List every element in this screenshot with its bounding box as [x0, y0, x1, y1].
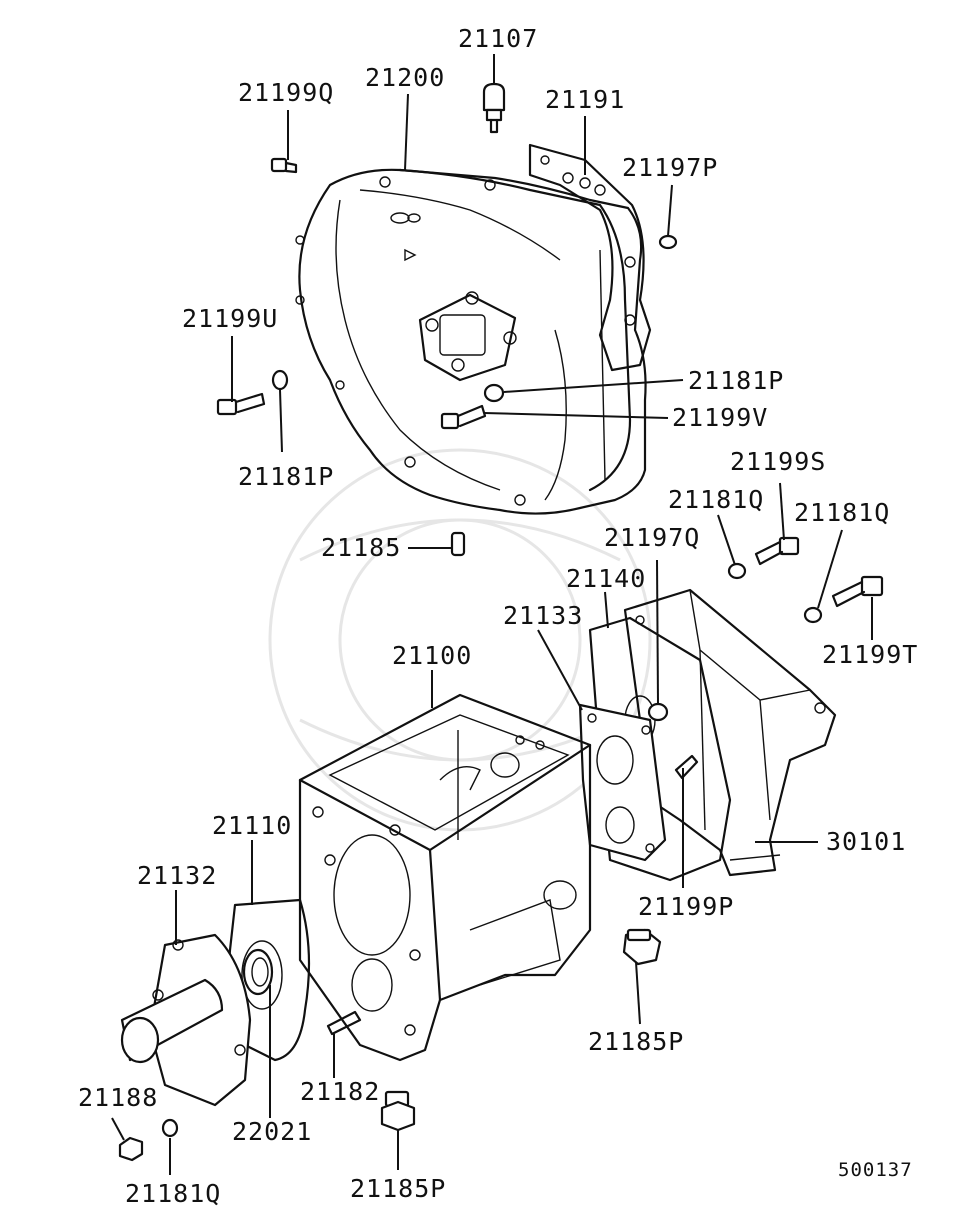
- label-21188: 21188: [78, 1083, 158, 1112]
- washer-21181p-left: [271, 369, 289, 391]
- label-22021: 22021: [232, 1117, 312, 1146]
- washer-21181q-a: [727, 562, 747, 580]
- washer-21181p-right: [483, 383, 505, 403]
- transmission-case-21100: [298, 693, 592, 1062]
- label-21185p-right: 21185P: [588, 1027, 684, 1056]
- label-21110: 21110: [212, 811, 292, 840]
- oil-seal-22021: [242, 948, 274, 996]
- label-21200: 21200: [365, 63, 445, 92]
- washer-21181q-c: [161, 1118, 179, 1138]
- drain-plug-21185p-right: [622, 928, 662, 966]
- label-21197p: 21197P: [622, 153, 718, 182]
- label-21199q: 21199Q: [238, 78, 334, 107]
- label-21199p: 21199P: [638, 892, 734, 921]
- label-21181q-c: 21181Q: [125, 1179, 221, 1208]
- gasket-21191: [528, 143, 652, 372]
- bolt-21199u: [216, 392, 266, 416]
- sensor-21107: [482, 82, 506, 134]
- label-21185p-bottom: 21185P: [350, 1174, 446, 1203]
- stud-21182: [326, 1010, 362, 1036]
- bearing-retainer-21132: [120, 933, 252, 1107]
- label-21191: 21191: [545, 85, 625, 114]
- label-21181p-right: 21181P: [688, 366, 784, 395]
- label-21199s: 21199S: [730, 447, 826, 476]
- bolt-21199v: [440, 404, 487, 430]
- clutch-housing-21200: [295, 168, 647, 515]
- label-30101: 30101: [826, 827, 906, 856]
- label-21182: 21182: [300, 1077, 380, 1106]
- label-21132: 21132: [137, 861, 217, 890]
- label-21199u: 21199U: [182, 304, 278, 333]
- label-21199v: 21199V: [672, 403, 768, 432]
- nut-21188: [118, 1136, 144, 1162]
- label-21181p-left: 21181P: [238, 462, 334, 491]
- label-21133: 21133: [503, 601, 583, 630]
- label-21197q: 21197Q: [604, 523, 700, 552]
- leader-lines: [111, 54, 873, 1175]
- label-21100: 21100: [392, 641, 472, 670]
- label-21140: 21140: [566, 564, 646, 593]
- callout-labels: 21107 21199Q 21200 21191 21197P 21199U 2…: [78, 24, 918, 1208]
- bolt-21199q: [270, 157, 298, 174]
- stud-21199p: [674, 754, 699, 780]
- washer-21181q-b: [803, 606, 823, 624]
- label-21107: 21107: [458, 24, 538, 53]
- bolt-21199s: [754, 536, 800, 566]
- label-21181q-a: 21181Q: [668, 485, 764, 514]
- pin-21197p: [658, 234, 678, 250]
- cover-21133: [578, 703, 667, 862]
- label-21181q-b: 21181Q: [794, 498, 890, 527]
- label-21185: 21185: [321, 533, 401, 562]
- filler-plug-21185p-bottom: [380, 1090, 416, 1132]
- label-21199t: 21199T: [822, 640, 918, 669]
- diagram-id: 500137: [838, 1159, 913, 1181]
- bolt-21199t: [831, 575, 884, 608]
- pin-21197q: [647, 702, 669, 722]
- pin-21185: [450, 531, 466, 557]
